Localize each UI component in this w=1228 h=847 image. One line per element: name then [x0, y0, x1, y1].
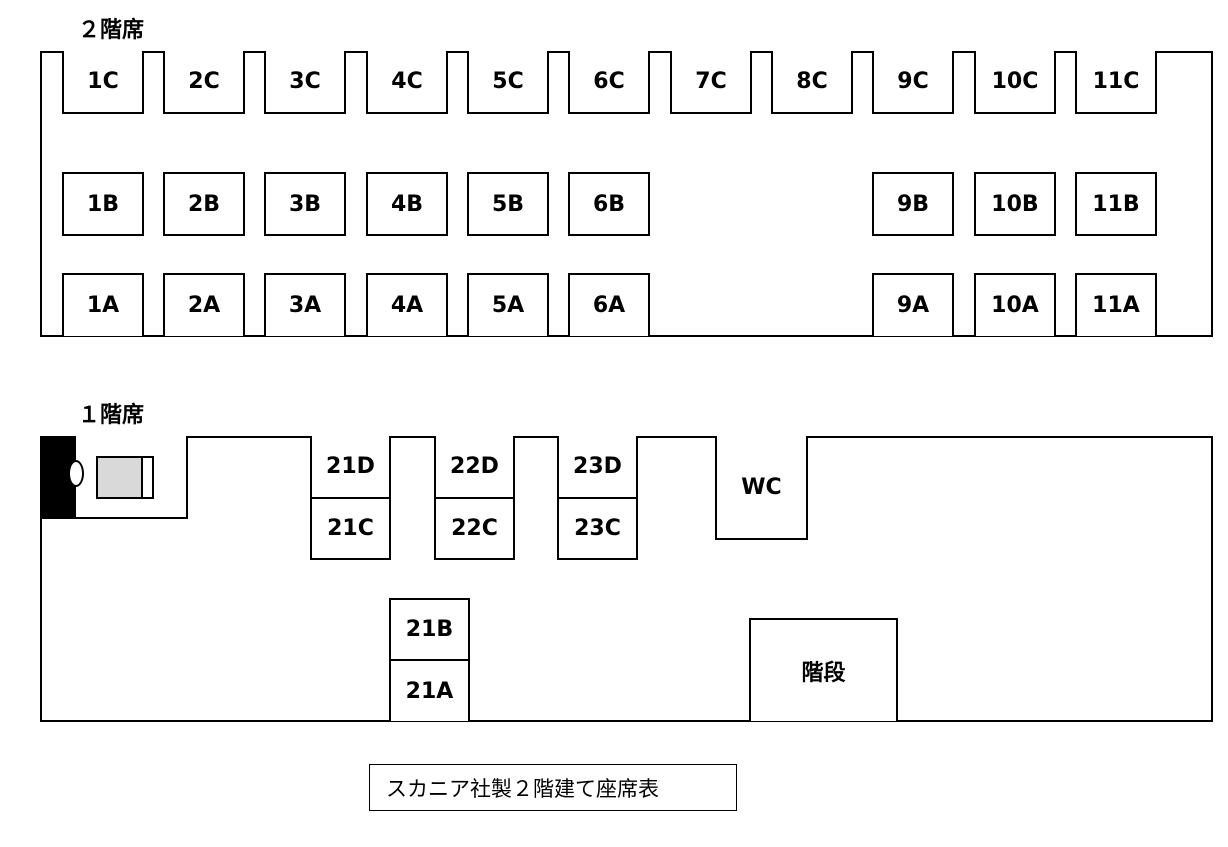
- seat-23d[interactable]: 23D: [557, 436, 638, 499]
- seat-5c[interactable]: 5C: [467, 51, 549, 114]
- seat-3c[interactable]: 3C: [264, 51, 346, 114]
- seat-6b[interactable]: 6B: [568, 172, 650, 236]
- seat-11b[interactable]: 11B: [1075, 172, 1157, 236]
- wc-box: WC: [715, 436, 808, 540]
- seat-8c[interactable]: 8C: [771, 51, 853, 114]
- seat-10b[interactable]: 10B: [974, 172, 1056, 236]
- seat-2c[interactable]: 2C: [163, 51, 245, 114]
- seat-6a[interactable]: 6A: [568, 273, 650, 336]
- seat-21a[interactable]: 21A: [389, 659, 470, 721]
- seat-7c[interactable]: 7C: [670, 51, 752, 114]
- seat-10c[interactable]: 10C: [974, 51, 1056, 114]
- stairs-box: 階段: [749, 618, 898, 721]
- seat-23c[interactable]: 23C: [557, 497, 638, 560]
- seat-22c[interactable]: 22C: [434, 497, 515, 560]
- seat-9c[interactable]: 9C: [872, 51, 954, 114]
- seat-2b[interactable]: 2B: [163, 172, 245, 236]
- seat-6c[interactable]: 6C: [568, 51, 650, 114]
- seat-21b[interactable]: 21B: [389, 598, 470, 661]
- seat-3a[interactable]: 3A: [264, 273, 346, 336]
- seat-21d[interactable]: 21D: [310, 436, 391, 499]
- seat-10a[interactable]: 10A: [974, 273, 1056, 336]
- seat-11a[interactable]: 11A: [1075, 273, 1157, 336]
- seat-1a[interactable]: 1A: [62, 273, 144, 336]
- seat-5b[interactable]: 5B: [467, 172, 549, 236]
- diagram-caption: スカニア社製２階建て座席表: [369, 764, 737, 811]
- seat-22d[interactable]: 22D: [434, 436, 515, 499]
- seat-11c[interactable]: 11C: [1075, 51, 1157, 114]
- seat-4a[interactable]: 4A: [366, 273, 448, 336]
- seat-1b[interactable]: 1B: [62, 172, 144, 236]
- seat-1c[interactable]: 1C: [62, 51, 144, 114]
- lower-deck-label: １階席: [78, 403, 145, 428]
- seat-2a[interactable]: 2A: [163, 273, 245, 336]
- seat-4b[interactable]: 4B: [366, 172, 448, 236]
- seat-4c[interactable]: 4C: [366, 51, 448, 114]
- seat-3b[interactable]: 3B: [264, 172, 346, 236]
- seat-9a[interactable]: 9A: [872, 273, 954, 336]
- seat-9b[interactable]: 9B: [872, 172, 954, 236]
- upper-deck-label: ２階席: [78, 18, 145, 43]
- steering-wheel-icon: [68, 460, 84, 487]
- seat-5a[interactable]: 5A: [467, 273, 549, 336]
- seat-21c[interactable]: 21C: [310, 497, 391, 560]
- driver-seat-back-icon: [141, 456, 154, 499]
